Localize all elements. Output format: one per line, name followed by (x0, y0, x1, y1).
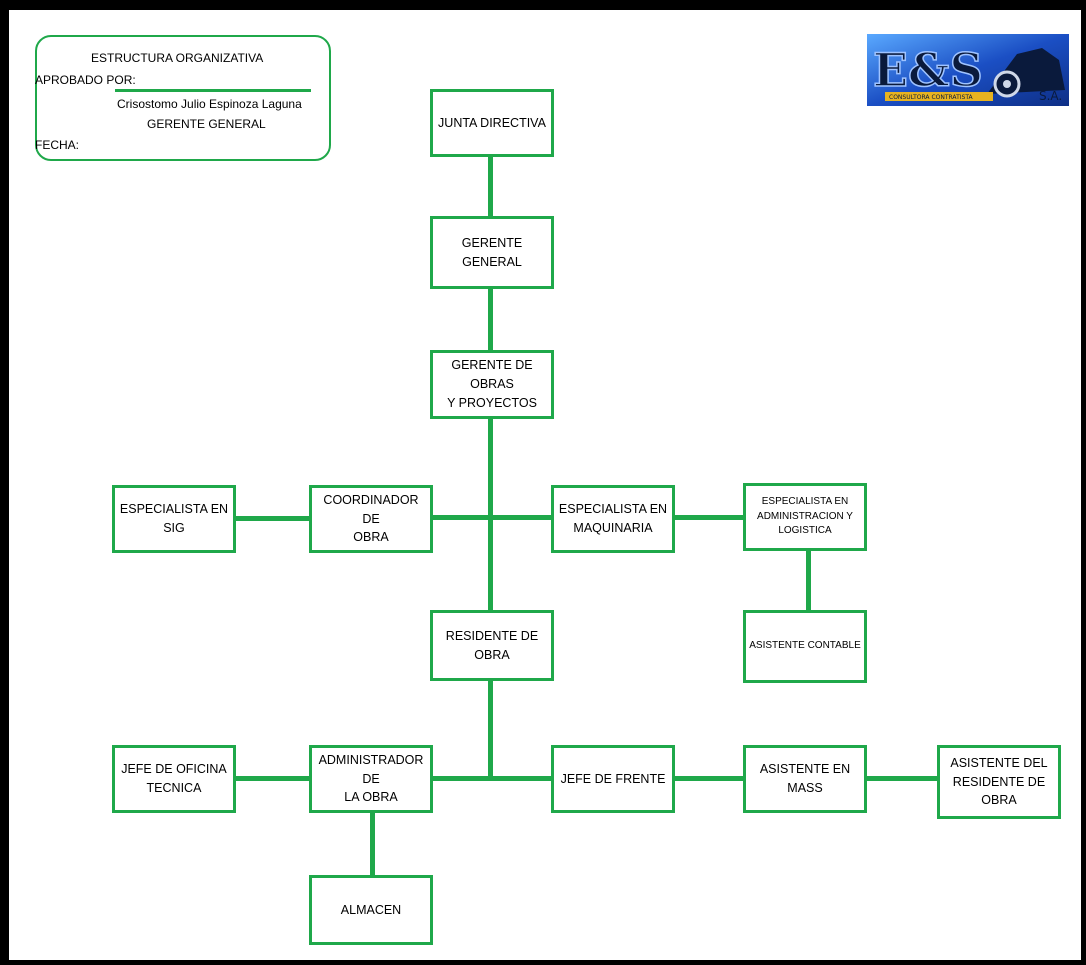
approved-by-label: APROBADO POR: (35, 73, 136, 87)
connector-gerente-obras (488, 289, 493, 350)
node-asistente-contable: ASISTENTE CONTABLE (743, 610, 867, 683)
connector-frente-mass (674, 776, 745, 781)
logo-suffix: S.A. (1039, 89, 1062, 103)
node-gerente-obras: GERENTE DE OBRAS Y PROYECTOS (430, 350, 554, 419)
node-especialista-administracion: ESPECIALISTA EN ADMINISTRACION Y LOGISTI… (743, 483, 867, 551)
org-chart-canvas: ESTRUCTURA ORGANIZATIVA APROBADO POR: Cr… (9, 10, 1081, 960)
node-almacen: ALMACEN (309, 875, 433, 945)
node-coordinador-obra: COORDINADOR DE OBRA (309, 485, 433, 553)
node-gerente-general: GERENTE GENERAL (430, 216, 554, 289)
connector-oficina-administrador (234, 776, 310, 781)
node-jefe-oficina-tecnica: JEFE DE OFICINA TECNICA (112, 745, 236, 813)
date-label: FECHA: (35, 138, 80, 152)
approver-name: Crisostomo Julio Espinoza Laguna (117, 97, 302, 111)
logo-main-text: E&S (873, 43, 983, 97)
connector-obras-residente (488, 419, 493, 610)
node-especialista-maquinaria: ESPECIALISTA EN MAQUINARIA (551, 485, 675, 553)
node-asistente-residente: ASISTENTE DEL RESIDENTE DE OBRA (937, 745, 1061, 819)
approval-info-box: ESTRUCTURA ORGANIZATIVA APROBADO POR: Cr… (35, 35, 331, 161)
connector-administrador-frente (432, 776, 552, 781)
approver-position: GERENTE GENERAL (147, 117, 266, 131)
node-especialista-sig: ESPECIALISTA EN SIG (112, 485, 236, 553)
node-administrador-obra: ADMINISTRADOR DE LA OBRA (309, 745, 433, 813)
connector-administrador-almacen (370, 811, 375, 875)
node-asistente-mass: ASISTENTE EN MASS (743, 745, 867, 813)
chart-title: ESTRUCTURA ORGANIZATIVA (91, 51, 264, 65)
signature-line (115, 89, 311, 92)
connector-junta-gerente (488, 155, 493, 216)
node-jefe-frente: JEFE DE FRENTE (551, 745, 675, 813)
connector-mass-asistente (866, 776, 938, 781)
connector-admin-contable (806, 550, 811, 610)
node-residente-obra: RESIDENTE DE OBRA (430, 610, 554, 681)
company-logo: E&S S.A. CONSULTORA CONTRATISTA (867, 34, 1069, 106)
logo-tagline: CONSULTORA CONTRATISTA (889, 94, 974, 101)
node-junta-directiva: JUNTA DIRECTIVA (430, 89, 554, 157)
connector-residente-row (488, 680, 493, 780)
connector-maquinaria-admin (674, 515, 745, 520)
connector-sig-coordinador (234, 516, 310, 521)
connector-coordinador-maquinaria (432, 515, 552, 520)
